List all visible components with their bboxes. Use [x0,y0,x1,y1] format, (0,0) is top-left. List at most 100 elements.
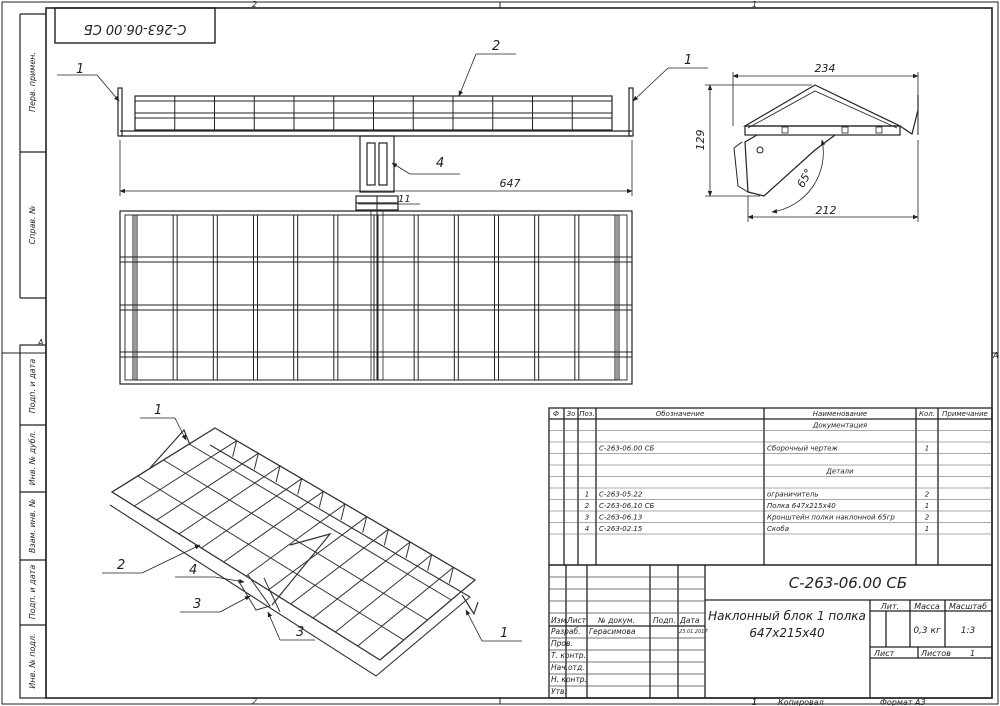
zone-mark-bottom-1: 1 [752,697,757,706]
stamp-sprav-no: Справ. № [28,206,37,245]
spec-cell-code: С-263-02.15 [599,525,643,533]
spec-cell-code: С-263-06.00 СБ [599,445,654,453]
tb-sheets: 1 [970,649,975,658]
dimension-overall-width [119,140,633,196]
spec-cell-code: С-263-06.10 СБ [599,502,654,510]
side-stamp-strip [19,13,47,699]
spec-cell-name: Детали [825,468,854,476]
callout-4-label: 4 [436,156,444,171]
iso-wire [188,443,452,601]
spec-header-name: Наименование [813,410,867,418]
iso-wire [275,465,281,483]
iso-callout-1b-label: 1 [500,626,508,641]
tb-role-nachotd: Нач.отд. [551,663,585,672]
iso-wire [362,516,368,533]
stamp-perv-primen: Перв. примен. [28,52,37,112]
bracket-scoba-front [355,135,399,380]
spec-header-qty: Кол. [919,410,935,418]
zone-mark-left-a: A [37,338,43,347]
tb-name-line1: Наклонный блок 1 полка [708,609,866,623]
spec-cell-qty: 1 [925,502,929,510]
spec-cell-qty: 2 [925,491,930,499]
tb-role-razrab: Разраб. [551,627,580,636]
dim-647: 647 [500,177,521,190]
iso-wire [405,541,411,559]
iso-wire [232,440,238,457]
iso-wire [340,503,346,521]
stamp-inv-dubl: Инв. № дубл. [28,431,37,486]
tb-mass-label: Масса [914,602,940,611]
shelf-side-view [733,84,919,197]
stamp-inv-podl: Инв. № подл. [28,633,37,688]
spec-cell-code: С-263-05.22 [599,491,643,499]
spec-cell-name: Скоба [767,525,789,533]
tb-col-sign: Подп. [653,616,676,625]
spec-cell-name: Кронштейн полки наклонной 65гр [767,514,895,522]
stamp-podp-data-1: Подп. и дата [28,359,37,414]
spec-cell-name: Сборочный чертеж [767,445,838,453]
iso-wire [318,491,324,508]
iso-wire [427,554,433,571]
iso-wire [137,475,405,641]
zone-mark-right-a: A [992,351,998,360]
tb-role-nkontr: Н. контр. [551,675,587,684]
tb-col-izm: Изм. [551,616,569,625]
spec-header-pos: Поз. [579,410,595,418]
iso-callout-2-label: 2 [117,558,125,573]
dim-65-angle: 65° [794,167,815,190]
callout-2 [458,53,516,97]
zone-mark-bottom-2: 2 [252,697,257,706]
spec-cell-qty: 1 [925,445,929,453]
dim-212: 212 [816,204,837,217]
zone-mark-top-2: 2 [252,0,257,9]
spec-cell-pos: 1 [585,491,589,499]
callout-11-label: 11 [398,194,411,205]
tb-role-utv: Утв. [551,687,567,696]
rotated-code-box: С-263-06.00 СБ [54,7,216,44]
callout-1-right [632,67,708,102]
stamp-podp-data-2: Подп. и дата [28,565,37,620]
title-block [548,564,993,699]
iso-callout-4-label: 4 [189,563,197,578]
spec-cell-name: Документация [812,422,867,430]
title-block-row-lines [549,576,705,687]
iso-callout-3b-label: 3 [296,625,304,640]
spec-cell-qty: 2 [925,514,930,522]
tb-developer: Герасимова [589,627,636,636]
spec-cell-code: С-263-06.13 [599,514,642,522]
tb-scale: 1:3 [961,626,976,636]
shelf-front-view [117,87,634,137]
tb-date: 23.01.2017 [679,629,708,635]
iso-callouts [102,417,522,642]
iso-callout-1-label: 1 [154,403,162,418]
iso-wire [383,529,389,546]
tb-col-date: Дата [679,616,700,625]
tb-col-doc: № докум. [597,616,635,625]
spec-cell-pos: 3 [585,514,589,522]
side-dimensions [705,72,919,222]
tb-sheets-label: Листов [920,649,951,658]
callout-4 [391,162,460,175]
tb-sheet-label: Лист [873,649,895,658]
tb-name-line2: 647х215х40 [749,626,825,640]
dim-129: 129 [694,130,707,151]
tb-scale-label: Масштаб [949,602,987,611]
spec-cell-pos: 4 [585,525,589,533]
spec-header-zo: Зо [567,410,576,418]
stamp-vzam-inv: Взам. инв. № [28,499,37,553]
spec-header-note: Примечание [942,410,988,418]
spec-cell-qty: 1 [925,525,929,533]
tb-role-prov: Пров. [551,639,573,648]
tb-col-list: Лист [566,616,587,625]
callout-1-left-label: 1 [76,62,84,77]
spec-cell-name: Полка 647х215х40 [767,502,836,510]
callout-1-right-label: 1 [684,53,692,68]
iso-wire [253,453,259,470]
spec-cell-name: ограничитель [767,491,819,499]
tb-lit-label: Лит. [880,602,899,611]
zone-mark-top-1: 1 [752,0,757,9]
callout-2-label: 2 [492,39,500,54]
